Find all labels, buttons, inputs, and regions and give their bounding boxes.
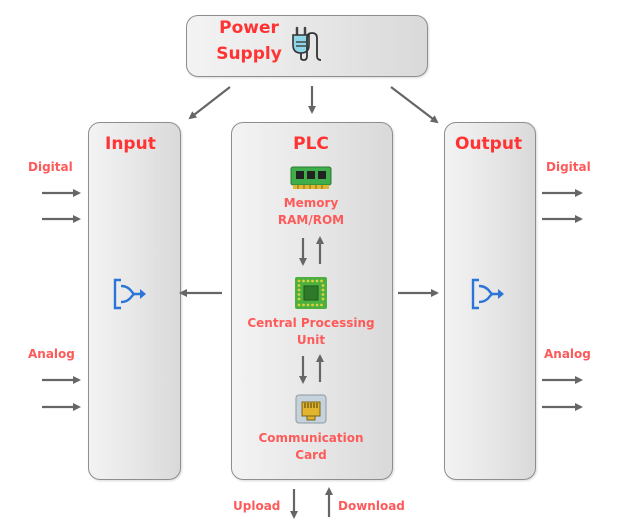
output-box [444, 122, 536, 480]
output-digital-label: Digital [546, 160, 591, 174]
power-supply-label-line2: Supply [216, 44, 282, 64]
input-title: Input [105, 134, 156, 154]
cpu-label-line1: Central Processing [247, 316, 375, 330]
merge-icon [113, 278, 146, 310]
comm-label-line2: Card [295, 448, 327, 462]
plug-icon [292, 26, 322, 61]
input-analog-label: Analog [28, 347, 75, 361]
comm-label-line1: Communication [258, 431, 364, 445]
power-to-input-arrow [188, 86, 231, 120]
plc-title: PLC [293, 134, 329, 154]
ethernet-port-icon [295, 394, 327, 424]
output-title: Output [455, 134, 523, 154]
cpu-chip-icon [295, 277, 327, 309]
download-label: Download [338, 499, 405, 513]
upload-label: Upload [233, 499, 281, 513]
output-analog-label: Analog [544, 347, 591, 361]
cpu-label-line2: Unit [296, 333, 326, 347]
power-supply-label-line1: Power [219, 18, 279, 38]
input-digital-label: Digital [28, 160, 73, 174]
merge-icon [471, 278, 504, 310]
power-to-output-arrow [390, 86, 439, 124]
memory-label-line2: RAM/ROM [277, 213, 345, 227]
memory-label-line1: Memory [283, 196, 339, 210]
input-box [88, 122, 181, 480]
memory-chip-icon [290, 166, 332, 189]
